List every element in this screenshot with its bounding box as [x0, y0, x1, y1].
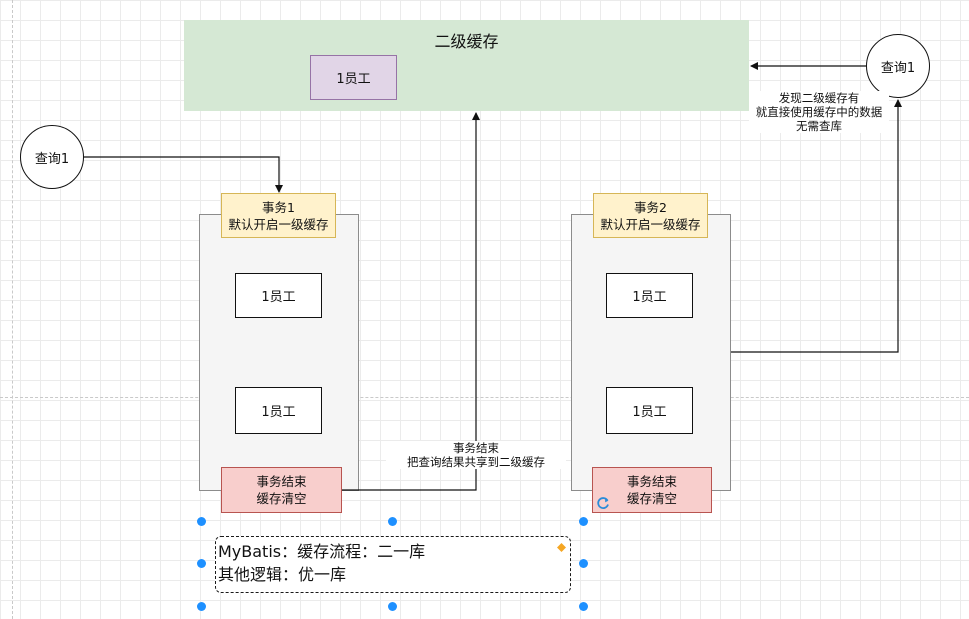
- l2-cache-container[interactable]: [184, 20, 749, 111]
- selection-handle-bottom-middle[interactable]: [388, 602, 397, 611]
- share-label: 事务结束 把查询结果共享到二级缓存: [386, 441, 566, 469]
- l2-cache-employee[interactable]: 1员工: [310, 55, 397, 100]
- share-label-line2: 把查询结果共享到二级缓存: [407, 455, 545, 469]
- transaction1-end[interactable]: 事务结束 缓存清空: [221, 467, 342, 513]
- transaction1-employee-2[interactable]: 1员工: [235, 387, 322, 434]
- transaction1-subtitle: 默认开启一级缓存: [228, 216, 329, 232]
- found-label: 发现二级缓存有 就直接使用缓存中的数据 无需查库: [749, 91, 889, 133]
- found-label-line1: 发现二级缓存有: [778, 91, 860, 105]
- transaction2-end-line1: 事务结束: [626, 474, 677, 489]
- note-line1: MyBatis：缓存流程：二一库: [218, 542, 426, 561]
- page-break-guide-vertical: [12, 0, 13, 619]
- note-line2: 其他逻辑：优一库: [218, 565, 347, 584]
- selection-handle-bottom-right[interactable]: [579, 602, 588, 611]
- transaction2-end-line2: 缓存清空: [626, 491, 677, 506]
- selection-handle-top-right[interactable]: [579, 517, 588, 526]
- share-label-line1: 事务结束: [453, 441, 499, 455]
- transaction2-title: 事务2: [634, 199, 667, 215]
- refresh-icon[interactable]: [595, 495, 611, 511]
- transaction1-header[interactable]: 事务1 默认开启一级缓存: [221, 193, 336, 238]
- selection-handle-bottom-left[interactable]: [197, 602, 206, 611]
- selection-handle-middle-left[interactable]: [197, 559, 206, 568]
- transaction1-end-line1: 事务结束: [256, 474, 307, 489]
- transaction1-panel[interactable]: [199, 214, 359, 491]
- edge-query-to-transaction1[interactable]: [84, 156, 283, 193]
- query-circle-right[interactable]: 查询1: [866, 34, 930, 98]
- transaction2-end[interactable]: 事务结束 缓存清空: [592, 467, 712, 513]
- note-text-box[interactable]: MyBatis：缓存流程：二一库 其他逻辑：优一库: [215, 536, 571, 593]
- transaction2-header[interactable]: 事务2 默认开启一级缓存: [593, 193, 708, 238]
- edge-transaction1-end-to-l2[interactable]: [342, 112, 480, 491]
- l2-cache-title: 二级缓存: [434, 32, 499, 51]
- transaction1-employee-1[interactable]: 1员工: [235, 273, 322, 318]
- selection-handle-top-left[interactable]: [197, 517, 206, 526]
- diamond-handle-icon[interactable]: [557, 537, 566, 552]
- found-label-line3: 无需查库: [796, 119, 842, 133]
- transaction1-title: 事务1: [262, 199, 295, 215]
- selection-handle-top-middle[interactable]: [388, 517, 397, 526]
- edge-transaction2-to-query[interactable]: [731, 99, 902, 353]
- page-break-guide-horizontal: [0, 397, 969, 398]
- transaction2-employee-1[interactable]: 1员工: [606, 273, 693, 318]
- selection-handle-middle-right[interactable]: [579, 559, 588, 568]
- transaction2-employee-2[interactable]: 1员工: [606, 387, 693, 434]
- transaction2-panel[interactable]: [571, 214, 731, 491]
- query-circle-left[interactable]: 查询1: [20, 125, 84, 189]
- transaction1-end-line2: 缓存清空: [256, 491, 307, 506]
- transaction2-subtitle: 默认开启一级缓存: [600, 216, 701, 232]
- found-label-line2: 就直接使用缓存中的数据: [755, 105, 883, 119]
